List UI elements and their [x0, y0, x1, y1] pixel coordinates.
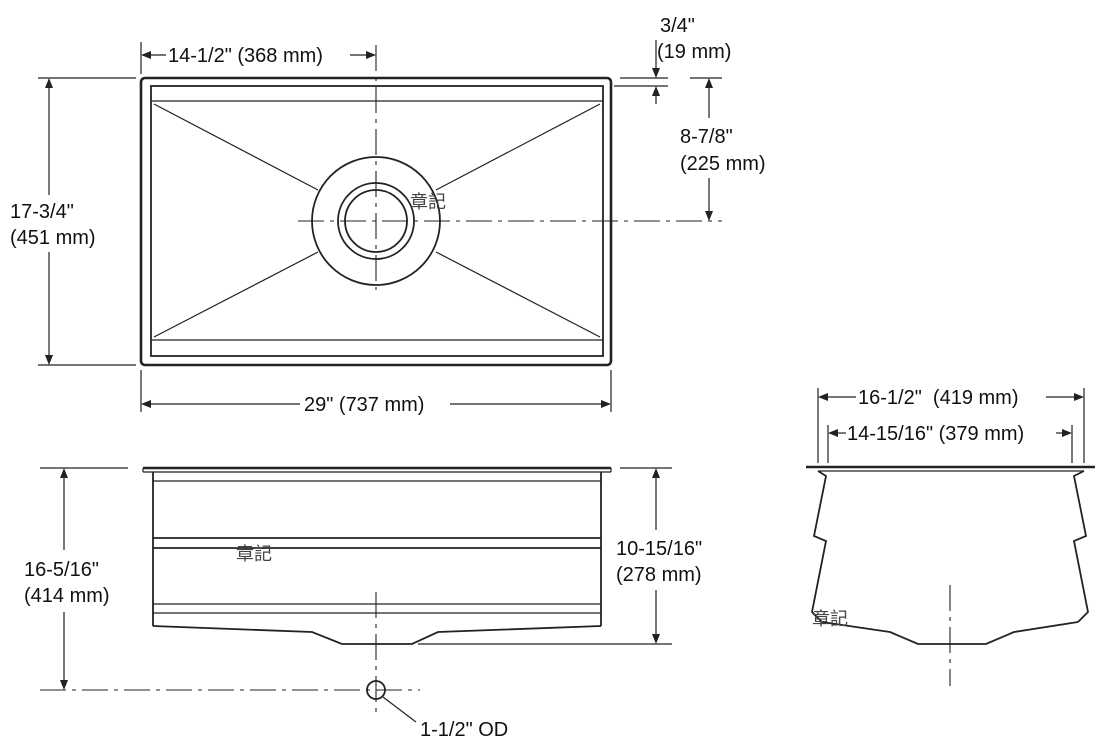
dim-arrowhead [1062, 429, 1072, 437]
front-view: 16-5/16" (414 mm) 10-15/16" (278 mm) 1-1… [24, 466, 702, 741]
dim-arrowhead [705, 211, 713, 221]
watermark: 章記 [812, 609, 848, 629]
dim-label-width-total: 29" (737 mm) [304, 394, 424, 416]
top-view-slope-line [435, 103, 601, 191]
front-view-bottom [152, 625, 602, 645]
dim-arrowhead [601, 400, 611, 408]
dim-label-front-back: 17-3/4" [10, 201, 74, 223]
top-view-slope-line [435, 251, 601, 338]
watermark: 章記 [236, 544, 272, 564]
dim-label-rim-offset: 3/4" [660, 15, 695, 37]
dim-arrowhead [652, 68, 660, 78]
dim-arrowhead [60, 468, 68, 478]
dim-arrowhead [1074, 393, 1084, 401]
top-view-slope-line [153, 251, 319, 338]
top-view-inner-bowl [150, 85, 604, 357]
dim-label-bowl-depth-mm: (278 mm) [616, 564, 702, 586]
dim-label-drain-od: 1-1/2" OD [420, 719, 508, 741]
dim-arrowhead [141, 51, 151, 59]
side-view-bottom [821, 621, 1079, 645]
dim-leader-drain-od [382, 696, 417, 723]
dim-label-bowl-depth: 10-15/16" [616, 538, 702, 560]
dim-label-outer-width: 16-1/2" (419 mm) [858, 387, 1019, 409]
top-view-slope-line [153, 103, 319, 191]
dim-label-drain-offset-y: 8-7/8" [680, 126, 733, 148]
dim-label-inner-width: 14-15/16" (379 mm) [847, 423, 1024, 445]
side-view: 16-1/2" (419 mm) 14-15/16" (379 mm) 章記 [806, 387, 1095, 686]
dim-arrowhead [366, 51, 376, 59]
dim-arrowhead [652, 86, 660, 96]
dim-label-front-back-mm: (451 mm) [10, 227, 96, 249]
dim-arrowhead [818, 393, 828, 401]
dim-arrowhead [45, 78, 53, 88]
dim-label-drain-offset-y-mm: (225 mm) [680, 153, 766, 175]
dim-label-overall-height-mm: (414 mm) [24, 585, 110, 607]
dim-arrowhead [652, 634, 660, 644]
dim-arrowhead [141, 400, 151, 408]
side-view-right-wall [1072, 470, 1089, 623]
side-view-left-wall [811, 470, 828, 623]
dim-arrowhead [705, 78, 713, 88]
dim-arrowhead [652, 468, 660, 478]
dim-label-overall-height: 16-5/16" [24, 559, 99, 581]
dim-arrowhead [45, 355, 53, 365]
dim-label-drain-offset-x: 14-1/2" (368 mm) [168, 45, 323, 67]
dim-label-rim-offset-mm: (19 mm) [657, 41, 731, 63]
top-view: 14-1/2" (368 mm) 3/4" (19 mm) 8-7/8" (22… [10, 15, 766, 416]
dim-arrowhead [828, 429, 838, 437]
watermark: 章記 [410, 192, 446, 212]
dim-arrowhead [60, 680, 68, 690]
